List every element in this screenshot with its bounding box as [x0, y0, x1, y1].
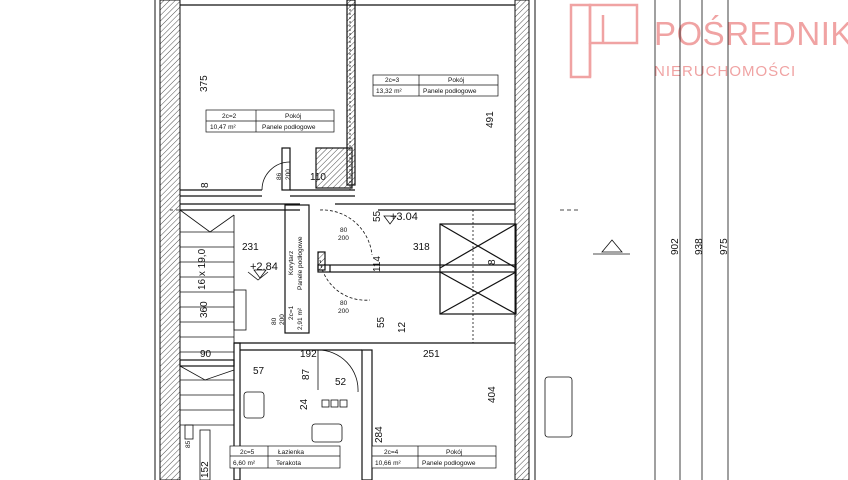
exterior-walls	[154, 0, 536, 480]
room-5-id: 2c=5	[240, 449, 255, 456]
door-swings	[261, 161, 373, 393]
room-2-floor: Panele podłogowe	[262, 124, 316, 131]
dim-8b: 8	[487, 259, 498, 265]
door-height-3: 200	[285, 169, 292, 180]
door-height-1: 200	[338, 235, 349, 242]
corridor-name: Korytarz	[288, 251, 295, 275]
dim-938: 938	[694, 238, 705, 255]
dim-24: 24	[299, 398, 310, 410]
dimension-texts: 375 491 110 8 55 231 318 8 114 80 200 80…	[185, 75, 730, 478]
door-height-2: 200	[338, 308, 349, 315]
level-stairs: +2.84	[250, 261, 278, 273]
dim-110: 110	[310, 172, 326, 183]
logo-name: POŚREDNIK	[654, 14, 848, 52]
door-width-1: 80	[340, 227, 348, 234]
dim-902: 902	[670, 238, 681, 255]
interior-walls	[179, 0, 517, 480]
dim-85: 85	[185, 440, 192, 448]
door-width-3: 86	[276, 172, 283, 180]
stairs-label: 16 x 19,0	[197, 248, 208, 290]
dim-8a: 8	[200, 182, 211, 188]
room-4-area: 10,66 m²	[375, 460, 401, 467]
dim-52: 52	[335, 377, 347, 388]
door-width-2: 80	[340, 300, 348, 307]
corridor-area: 2,91 m²	[297, 307, 304, 330]
door-height-4: 200	[279, 314, 286, 325]
dim-975: 975	[719, 238, 730, 255]
corridor-floor: Panele podłogowe	[297, 236, 304, 290]
dim-90: 90	[200, 349, 212, 360]
corridor-label: Korytarz Panele podłogowe 2c=1 2,91 m²	[288, 236, 304, 330]
dim-87: 87	[301, 368, 312, 380]
dim-192: 192	[300, 349, 317, 360]
company-logo: POŚREDNIK NIERUCHOMOŚCI	[569, 3, 848, 80]
dim-251: 251	[423, 349, 440, 360]
room-table-5: 2c=5 Łazienka 6,60 m² Terakota	[229, 445, 341, 469]
room-4-floor: Panele podłogowe	[422, 460, 476, 467]
dim-491: 491	[485, 111, 496, 128]
dim-360: 360	[199, 301, 210, 318]
dim-152: 152	[200, 461, 211, 478]
room-3-floor: Panele podłogowe	[423, 88, 477, 95]
level-markers	[170, 209, 630, 279]
corridor-id: 2c=1	[288, 305, 295, 320]
room-table-4: 2c=4 Pokój 10,66 m² Panele podłogowe	[371, 445, 497, 469]
room-2-name: Pokój	[285, 113, 301, 120]
dimension-lines	[349, 0, 729, 480]
room-4-name: Pokój	[446, 449, 462, 456]
dim-284: 284	[374, 426, 385, 443]
dim-114: 114	[372, 256, 383, 272]
staircase	[179, 209, 269, 426]
dim-404: 404	[487, 386, 498, 403]
door-width-4: 80	[271, 317, 278, 325]
room-5-floor: Terakota	[276, 460, 301, 467]
dim-55a: 55	[372, 210, 383, 222]
room-3-id: 2c=3	[385, 77, 400, 84]
dim-12: 12	[397, 321, 408, 333]
room-3-area: 13,32 m²	[376, 88, 402, 95]
room-5-name: Łazienka	[278, 449, 304, 456]
level-main: +3.04	[390, 211, 418, 223]
dim-318: 318	[413, 242, 430, 253]
dim-55b: 55	[376, 316, 387, 328]
room-5-area: 6,60 m²	[233, 460, 256, 467]
room-table-3: 2c=3 Pokój 13,32 m² Panele podłogowe	[372, 74, 499, 97]
bathroom-fixtures	[184, 376, 573, 480]
room-2-area: 10,47 m²	[210, 124, 236, 131]
dim-375: 375	[199, 75, 210, 92]
dim-231: 231	[242, 242, 259, 253]
dim-57: 57	[253, 366, 265, 377]
room-3-name: Pokój	[448, 77, 464, 84]
logo-tagline: NIERUCHOMOŚCI	[654, 62, 796, 80]
room-table-2: 2c=2 Pokój 10,47 m² Panele podłogowe	[205, 109, 335, 133]
room-4-id: 2c=4	[384, 449, 399, 456]
room-2-id: 2c=2	[222, 113, 237, 120]
